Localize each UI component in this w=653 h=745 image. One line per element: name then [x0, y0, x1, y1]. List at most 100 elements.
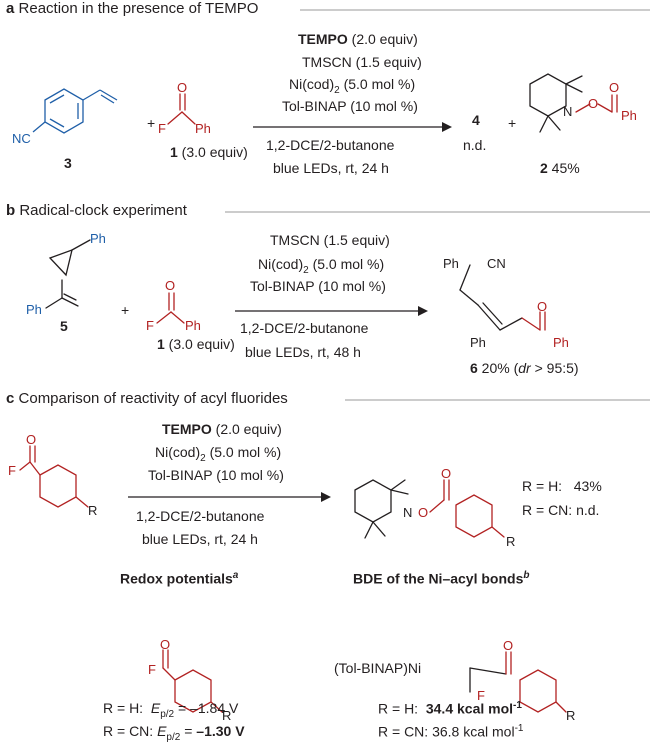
- atom-f-ni: F: [477, 688, 485, 703]
- cond-a-tmscn: TMSCN (1.5 equiv): [302, 54, 422, 70]
- yield-c-h-val: 43%: [573, 478, 602, 494]
- redox-cn-sub: p/2: [166, 731, 181, 743]
- atom-r-redox: R: [222, 708, 232, 723]
- cond-c-light: blue LEDs, rt, 24 h: [142, 531, 258, 547]
- product-6-dr-val: > 95:5): [530, 360, 579, 376]
- compound-5-structure: [45, 239, 91, 309]
- cond-a-tempo-amt: (2.0 equiv): [347, 31, 418, 47]
- atom-o-c: O: [26, 432, 37, 447]
- reagent-1-equiv-a: (3.0 equiv): [177, 144, 248, 160]
- compound-1-structure-a: [167, 93, 196, 125]
- compound-3-label: 3: [64, 155, 72, 171]
- section-b-title: Radical-clock experiment: [19, 202, 187, 219]
- redox-h-sub: p/2: [160, 708, 175, 720]
- cond-c-ni-pre: Ni(cod): [155, 444, 201, 460]
- redox-cn: R = CN: Ep/2 = –1.30 V: [103, 723, 245, 743]
- compound-5-label: 5: [60, 318, 68, 334]
- cond-c-ni-sub: 2: [200, 452, 206, 464]
- cond-b-ni: Ni(cod)2 (5.0 mol %): [258, 256, 384, 276]
- tempo-benzoate-structure-c: [354, 479, 505, 539]
- atom-o-redox: O: [160, 637, 171, 652]
- redox-h-e: E: [150, 700, 161, 716]
- bde-h-label: R = H:: [378, 700, 419, 717]
- ni-acyl-complex-structure: [469, 651, 567, 713]
- compound-1-structure-b: [156, 292, 185, 324]
- bde-cn: R = CN: 36.8 kcal mol-1: [378, 723, 523, 740]
- yield-c-h-label: R = H:: [522, 478, 563, 494]
- product-6-yield: 20% (: [477, 360, 519, 376]
- atom-f-b: F: [146, 318, 154, 333]
- cond-c-ni-post: (5.0 mol %): [205, 444, 282, 460]
- product-2-yield: 45%: [547, 160, 580, 176]
- bde-heading-sup: b: [523, 570, 530, 581]
- cond-b-solvent: 1,2-DCE/2-butanone: [240, 320, 369, 336]
- atom-r-product-c: R: [506, 534, 516, 549]
- section-b-letter: b: [6, 202, 16, 219]
- cond-b-ligand: Tol-BINAP (10 mol %): [250, 278, 386, 294]
- product-2-num: 2: [540, 160, 548, 176]
- atom-cn-6: CN: [487, 256, 506, 271]
- bde-h-sup: -1: [513, 700, 522, 711]
- cond-b-tmscn: TMSCN (1.5 equiv): [270, 232, 390, 248]
- atom-ph-a: Ph: [195, 121, 211, 136]
- cond-b-ni-pre: Ni(cod): [258, 256, 304, 272]
- redox-cn-e: E: [157, 723, 167, 739]
- redox-heading: Redox potentialsa: [120, 570, 238, 587]
- cond-a-ligand: Tol-BINAP (10 mol %): [282, 98, 418, 114]
- atom-o-ni: O: [503, 638, 514, 653]
- atom-f-a: F: [158, 121, 166, 136]
- section-c-heading: c Comparison of reactivity of acyl fluor…: [6, 390, 288, 407]
- cond-c-solvent: 1,2-DCE/2-butanone: [136, 508, 265, 524]
- reagent-1-num-b: 1: [157, 336, 165, 352]
- atom-o-ester-c: O: [418, 505, 429, 520]
- redox-heading-sup: a: [232, 570, 239, 581]
- product-4-yield: n.d.: [463, 137, 487, 153]
- product-6-dr: dr: [518, 360, 531, 376]
- acyl-fluoride-structure-c: [19, 445, 89, 508]
- cond-b-light: blue LEDs, rt, 48 h: [245, 344, 361, 360]
- yield-c-h: R = H: 43%: [522, 478, 602, 494]
- atom-ph-6a: Ph: [443, 256, 459, 271]
- bde-cn-label: R = CN:: [378, 723, 429, 740]
- compound-6-structure: [459, 264, 546, 331]
- reagent-1-num-a: 1: [170, 144, 178, 160]
- section-a-title: Reaction in the presence of TEMPO: [18, 0, 259, 17]
- redox-cn-eq: =: [180, 723, 197, 739]
- atom-ph-cyclopropyl: Ph: [90, 231, 106, 246]
- redox-h-label: R = H:: [103, 700, 144, 716]
- atom-o-carbonyl-c: O: [441, 466, 452, 481]
- bde-cn-sup: -1: [514, 723, 524, 734]
- compound-2-structure: [529, 73, 618, 133]
- atom-f-redox: F: [148, 662, 156, 677]
- arrow-b: [235, 306, 428, 316]
- arrow-c: [128, 492, 331, 502]
- bde-heading-text: BDE of the Ni–acyl bonds: [353, 570, 524, 587]
- atom-n-a: N: [563, 104, 573, 119]
- cond-a-solvent: 1,2-DCE/2-butanone: [266, 137, 395, 153]
- atom-ph-ester-a: Ph: [621, 108, 637, 123]
- atom-o-6: O: [537, 299, 548, 314]
- product-2-label: 2 45%: [540, 160, 580, 176]
- cond-c-tempo-name: TEMPO: [162, 421, 212, 437]
- cond-c-ni: Ni(cod)2 (5.0 mol %): [155, 444, 281, 464]
- redox-acyl-fluoride-structure: [162, 649, 223, 713]
- cond-a-ni-pre: Ni(cod): [289, 76, 335, 92]
- compound-3-cn: NC: [12, 131, 31, 146]
- yield-c-cn-val: n.d.: [576, 502, 600, 518]
- cond-a-ni-post: (5.0 mol %): [339, 76, 416, 92]
- atom-ph-6b: Ph: [470, 335, 486, 350]
- cond-c-ligand: Tol-BINAP (10 mol %): [148, 467, 284, 483]
- plus-b: +: [121, 302, 130, 318]
- section-c-title: Comparison of reactivity of acyl fluorid…: [18, 390, 288, 407]
- atom-r-c: R: [88, 503, 98, 518]
- redox-cn-val: –1.30 V: [196, 723, 245, 739]
- section-b-heading: b Radical-clock experiment: [6, 202, 187, 219]
- section-c-letter: c: [6, 390, 15, 407]
- redox-cn-label: R = CN:: [103, 723, 154, 739]
- section-a-heading: a Reaction in the presence of TEMPO: [6, 0, 258, 17]
- atom-ph-vinyl: Ph: [26, 302, 42, 317]
- cond-a-light: blue LEDs, rt, 24 h: [273, 160, 389, 176]
- product-6-num: 6: [470, 360, 478, 376]
- bde-cn-val: 36.8 kcal mol: [432, 723, 515, 740]
